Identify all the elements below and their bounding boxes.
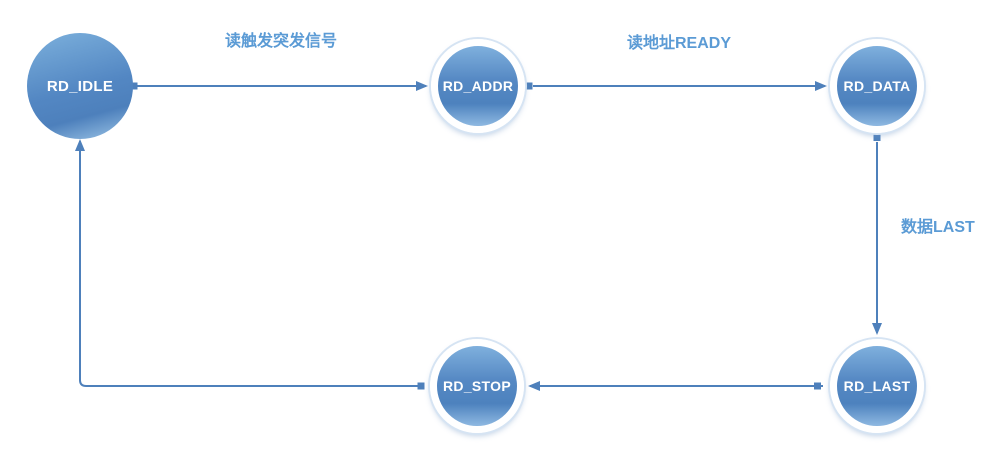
edge-arrow-rd-stop-to-rd-idle	[75, 139, 420, 387]
edge-label-data-last: 数据LAST	[901, 219, 975, 236]
state-label-rd-idle: RD_IDLE	[46, 77, 114, 95]
state-label-rd-last: RD_LAST	[843, 378, 911, 394]
edge-start-square-rd-last	[814, 382, 821, 390]
edge-label-read-trigger-burst: 读触发突发信号	[224, 33, 337, 50]
state-node-rd-data: RD_DATA	[830, 39, 924, 133]
state-node-rd-addr: RD_ADDR	[431, 39, 525, 133]
state-node-rd-stop: RD_STOP	[430, 339, 524, 433]
state-label-rd-addr: RD_ADDR	[442, 78, 514, 94]
edge-start-square-rd-stop	[417, 382, 425, 390]
state-node-rd-idle: RD_IDLE	[27, 33, 133, 139]
state-label-rd-stop: RD_STOP	[443, 378, 511, 394]
state-label-rd-data: RD_DATA	[843, 78, 911, 94]
state-node-rd-last: RD_LAST	[830, 339, 924, 433]
edge-start-square-rd-data	[873, 134, 881, 141]
edge-start-square-rd-addr	[525, 82, 533, 90]
edge-label-read-addr-ready: 读地址READY	[626, 35, 731, 52]
